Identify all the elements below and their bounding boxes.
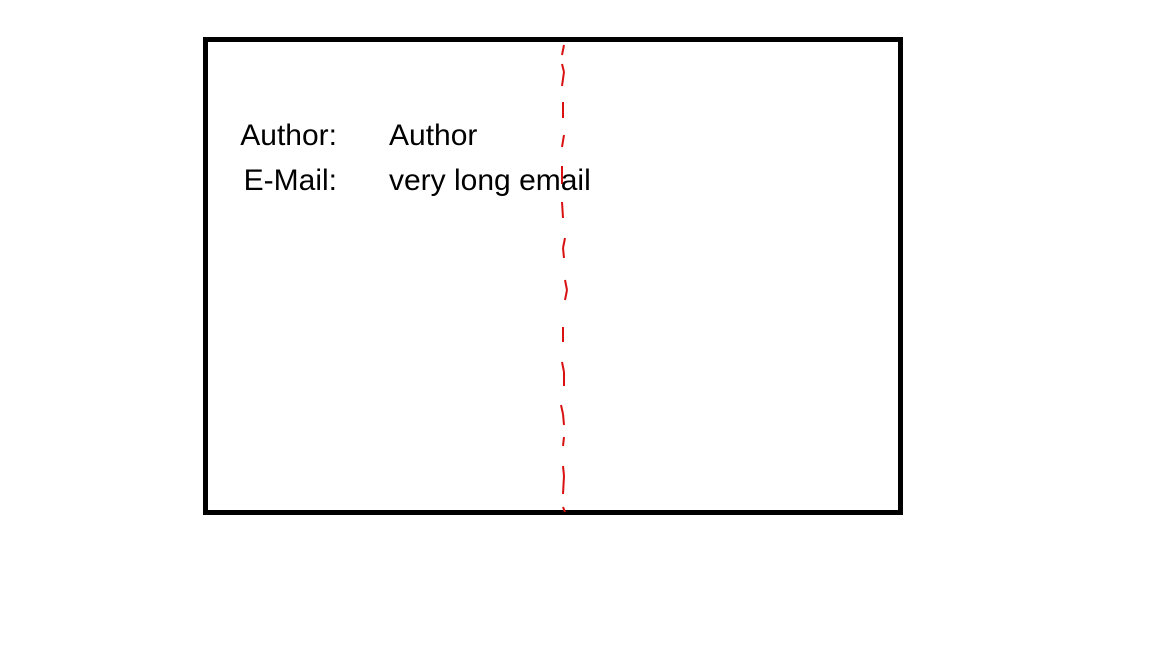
dash-segment [562,237,566,249]
table-row: Author: Author [217,113,591,158]
dash-segment [564,289,568,301]
dash-segment [564,279,568,291]
field-table-body: Author: Author E-Mail: very long email [217,113,591,203]
dash-segment [562,413,565,426]
dash-segment [561,201,564,219]
dash-segment [561,71,565,87]
dash-segment [561,361,565,373]
dash-segment [562,436,565,447]
dash-segment [562,506,566,513]
field-table: Author: Author E-Mail: very long email [217,113,591,203]
email-value: very long email [389,164,591,197]
author-label: Author: [240,119,337,152]
sketch-box: Author: Author E-Mail: very long email [203,37,903,515]
dash-segment [561,63,565,73]
dash-segment [560,404,564,415]
dash-segment [562,475,565,495]
dash-segment [562,247,565,259]
dash-segment [562,465,565,477]
email-label: E-Mail: [243,164,337,197]
table-row: E-Mail: very long email [217,158,591,203]
author-value: Author [389,119,478,152]
dash-segment [561,44,565,56]
